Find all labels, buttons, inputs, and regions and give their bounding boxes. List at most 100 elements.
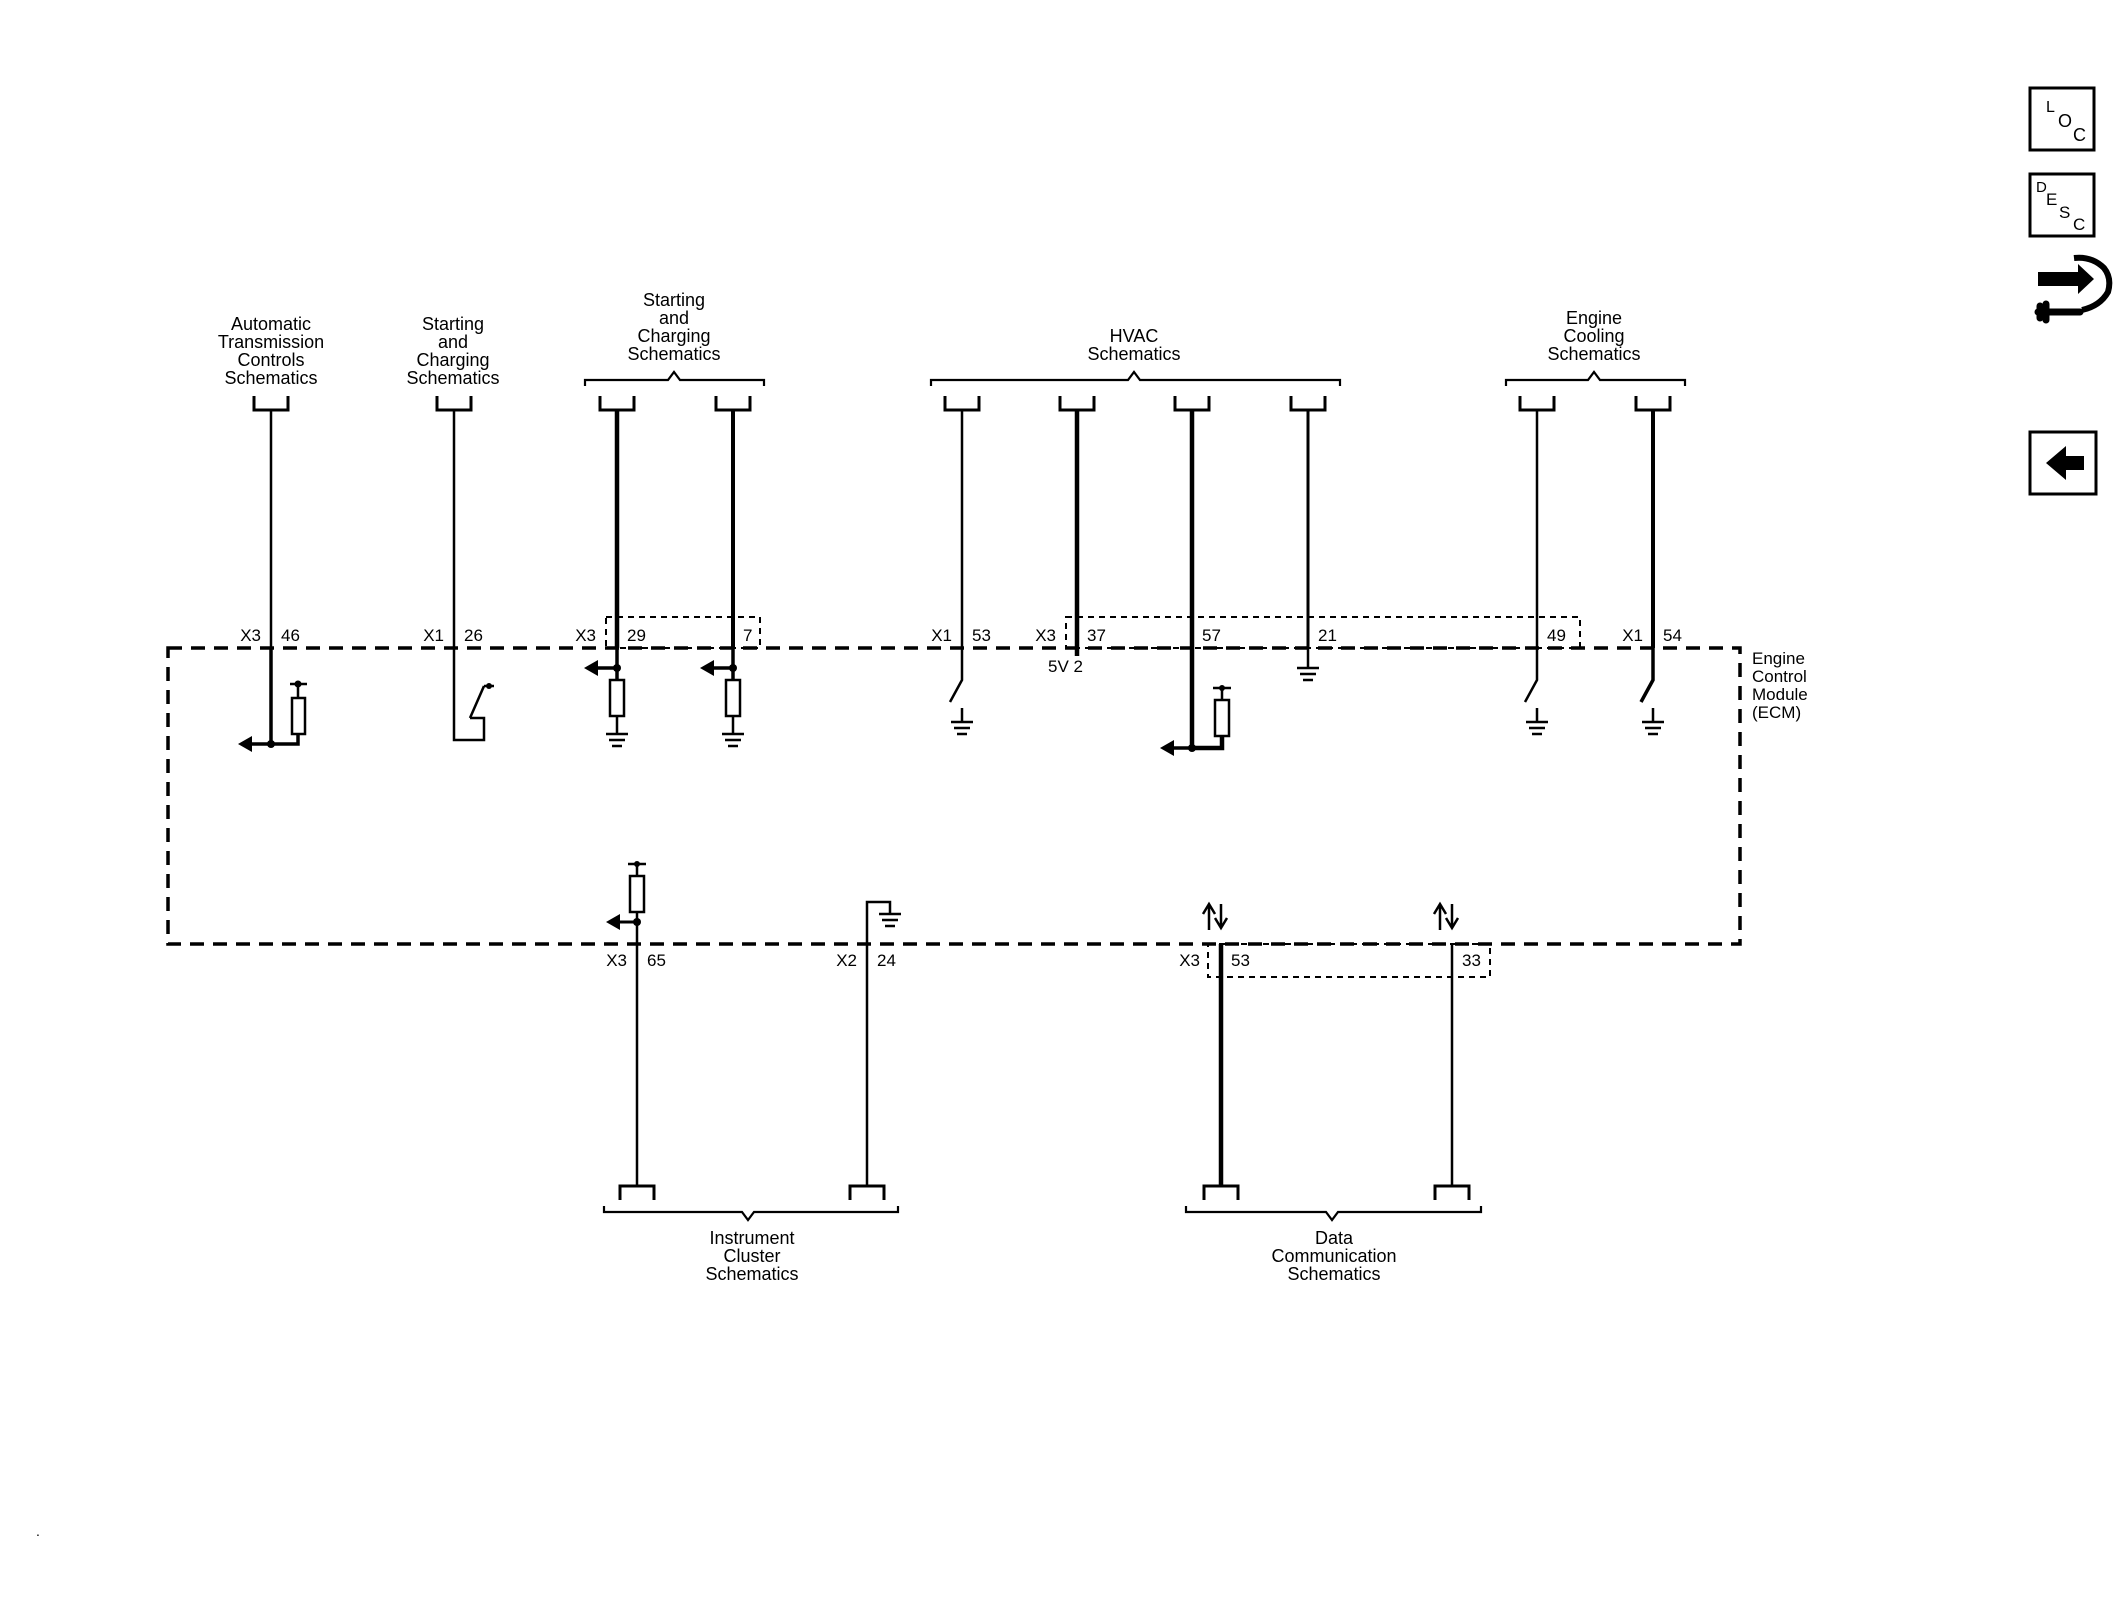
terminal-t8 (1289, 396, 1327, 412)
ecm-label-line-2: Control (1752, 667, 1807, 686)
top-bracket-ec (1504, 370, 1687, 386)
ecm-label-line-4: (ECM) (1752, 703, 1801, 722)
bottom-pin-3-number: 53 (1231, 951, 1250, 970)
top-group-sc1-line-4: Schematics (406, 368, 499, 388)
terminal-t10 (1634, 396, 1672, 412)
back-button[interactable] (2028, 430, 2098, 496)
terminal-t9 (1518, 396, 1556, 412)
top-group-sc1-line-3: Charging (416, 350, 489, 370)
loc-icon: L O C (2046, 99, 2086, 145)
desc-button[interactable]: D E S C (2028, 172, 2096, 238)
top-pin-4-number: 7 (743, 626, 752, 645)
bottom-group-dc-line-3: Schematics (1287, 1264, 1380, 1284)
terminal-t3 (598, 396, 636, 412)
loc-letter-3: C (2073, 125, 2086, 145)
circuit-b2-ground (865, 900, 901, 944)
top-pin-5-number: 53 (972, 626, 991, 645)
bottom-group-ic-line-3: Schematics (705, 1264, 798, 1284)
top-group-sc2-line-2: and (659, 308, 689, 328)
circuit-t4-input (700, 648, 744, 748)
bottom-group-dc-line-1: Data (1315, 1228, 1354, 1248)
top-group-atc-line-2: Transmission (218, 332, 324, 352)
top-pin-6-connector: X3 (1035, 626, 1056, 645)
circuit-b4-data (1432, 901, 1460, 931)
top-group-sc2-line-3: Charging (637, 326, 710, 346)
bottom-bracket-ic (602, 1206, 900, 1222)
loc-button[interactable]: L O C (2028, 86, 2096, 152)
top-pin-1-connector: X3 (240, 626, 261, 645)
top-group-ec-line-3: Schematics (1547, 344, 1640, 364)
top-pin-10-number: 54 (1663, 626, 1682, 645)
terminal-t7 (1173, 396, 1211, 412)
top-group-sc1-line-2: and (438, 332, 468, 352)
circuit-t2-switch (452, 648, 494, 742)
bottom-group-ic-line-1: Instrument (709, 1228, 794, 1248)
bottom-pin-labels: X3 65 X2 24 X3 53 33 (606, 951, 1481, 970)
top-pin-5-connector: X1 (931, 626, 952, 645)
desc-letter-3: S (2059, 203, 2070, 222)
bottom-pin-2-number: 24 (877, 951, 896, 970)
top-pin-labels: X3 46 X1 26 X3 29 7 X1 53 X3 37 57 21 49… (240, 626, 1682, 645)
connector-button[interactable] (2034, 254, 2113, 324)
terminal-t1 (252, 396, 290, 412)
desc-letter-2: E (2046, 190, 2057, 209)
connector-wrench-icon (2034, 254, 2113, 324)
ecm-boundary (166, 646, 1742, 946)
top-group-sc1-line-1: Starting (422, 314, 484, 334)
top-group-hvac-line-2: Schematics (1087, 344, 1180, 364)
circuit-t1-input (238, 648, 307, 752)
ecm-label-line-1: Engine (1752, 649, 1805, 668)
ecm-label: Engine Control Module (ECM) (1752, 649, 1808, 722)
terminal-b2 (848, 1184, 886, 1200)
connector-box-x3-53-33 (1207, 943, 1491, 978)
top-pin-7-number: 57 (1202, 626, 1221, 645)
top-group-atc-line-4: Schematics (224, 368, 317, 388)
bottom-group-dc-line-2: Communication (1271, 1246, 1396, 1266)
desc-icon: D E S C (2036, 179, 2085, 234)
connector-box-x3-29-7 (605, 616, 761, 649)
top-group-ec-line-2: Cooling (1563, 326, 1624, 346)
top-group-sc2-line-1: Starting (643, 290, 705, 310)
top-group-hvac: HVAC Schematics (1087, 326, 1180, 364)
top-bracket-hvac (929, 370, 1342, 386)
terminal-b1 (618, 1184, 656, 1200)
top-group-sc2-line-4: Schematics (627, 344, 720, 364)
bottom-group-ic-line-2: Cluster (723, 1246, 780, 1266)
bottom-group-dc: Data Communication Schematics (1271, 1228, 1396, 1284)
top-pin-3-number: 29 (627, 626, 646, 645)
top-group-atc: Automatic Transmission Controls Schemati… (218, 314, 324, 388)
circuit-b3-data (1201, 901, 1229, 931)
internal-circuits-top (238, 648, 1664, 756)
top-group-atc-line-1: Automatic (231, 314, 311, 334)
top-bracket-sc2 (583, 370, 766, 386)
bottom-group-ic: Instrument Cluster Schematics (705, 1228, 798, 1284)
top-pin-2-connector: X1 (423, 626, 444, 645)
bottom-pin-2-connector: X2 (836, 951, 857, 970)
circuit-t7-input (1160, 648, 1231, 756)
terminal-b3 (1202, 1184, 1240, 1200)
voltage-reference-label: 5V 2 (1048, 657, 1083, 676)
desc-letter-4: C (2073, 215, 2085, 234)
desc-letter-1: D (2036, 179, 2047, 196)
circuit-t9-switch (1523, 648, 1548, 736)
top-pin-2-number: 26 (464, 626, 483, 645)
top-group-hvac-line-1: HVAC (1110, 326, 1159, 346)
bottom-pin-1-number: 65 (647, 951, 666, 970)
bottom-pin-4-number: 33 (1462, 951, 1481, 970)
circuit-b1-input (606, 861, 646, 944)
top-pin-9-number: 49 (1547, 626, 1566, 645)
top-group-sc1: Starting and Charging Schematics (406, 314, 499, 388)
terminal-t5 (943, 396, 981, 412)
circuit-t5-switch (948, 648, 973, 736)
back-arrow-icon (2046, 446, 2084, 480)
loc-letter-1: L (2046, 99, 2055, 116)
top-group-atc-line-3: Controls (237, 350, 304, 370)
bottom-terminals (618, 1184, 1471, 1200)
top-wires (269, 410, 1655, 648)
internal-circuits-bottom (606, 861, 1460, 944)
footer-mark: . (36, 1523, 40, 1539)
top-group-ec: Engine Cooling Schematics (1547, 308, 1640, 364)
top-pin-10-connector: X1 (1622, 626, 1643, 645)
